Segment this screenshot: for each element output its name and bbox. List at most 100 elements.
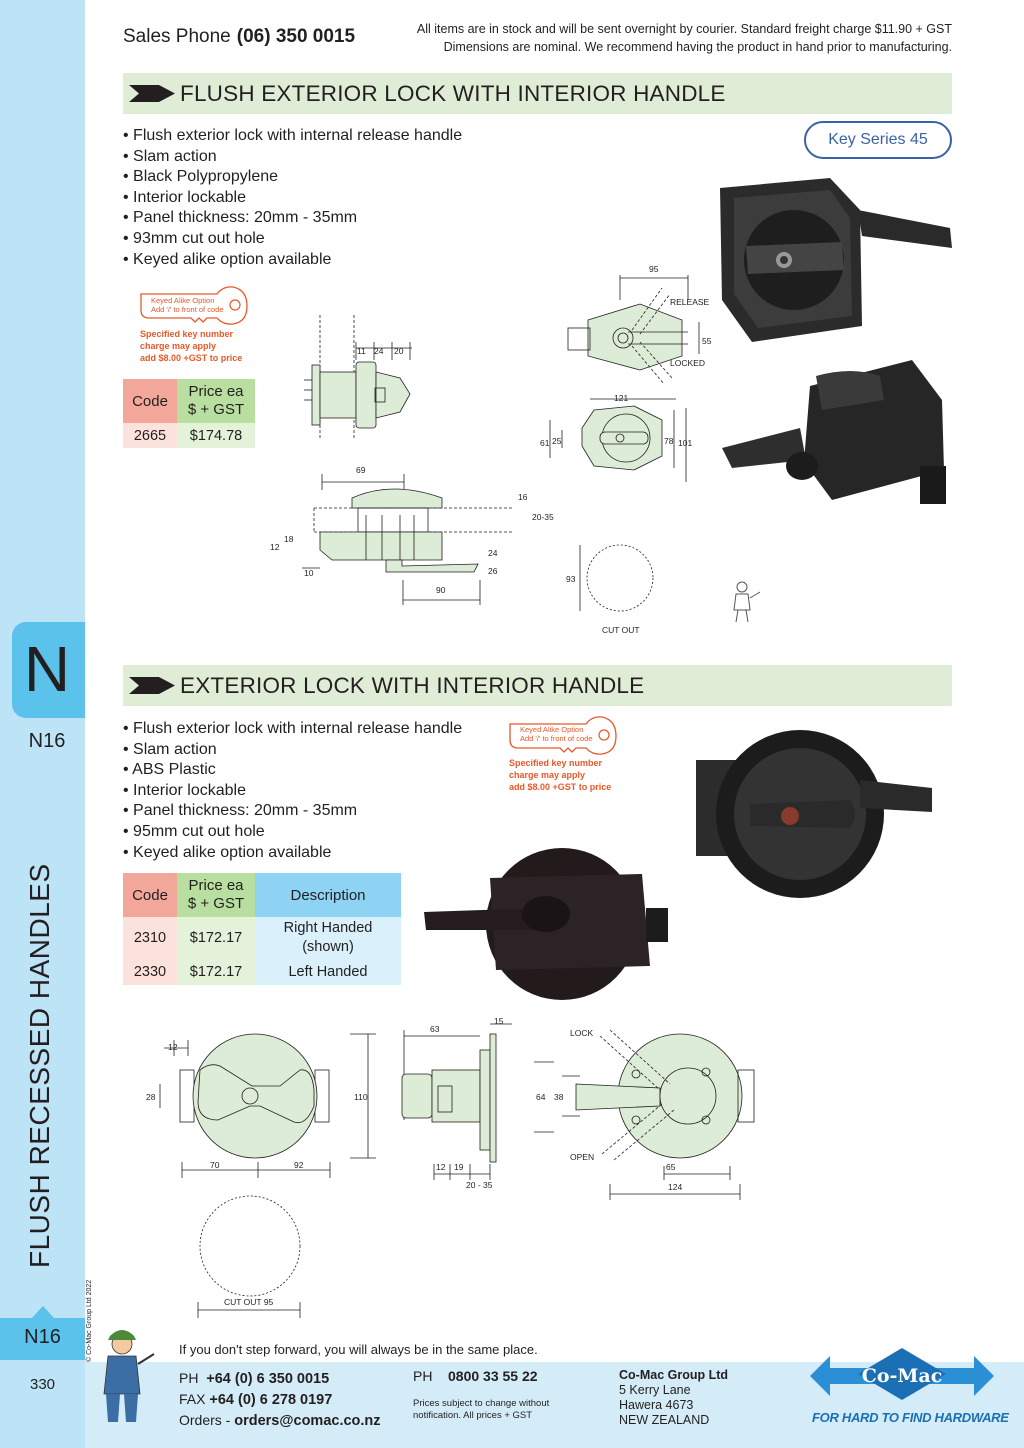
ph-label: PH [179, 1370, 199, 1386]
dim-24: 24 [374, 346, 384, 356]
dim-19: 19 [454, 1162, 464, 1172]
company-address: Co-Mac Group Ltd 5 Kerry Lane Hawera 467… [619, 1368, 728, 1428]
col-header-description: Description [255, 873, 401, 917]
keyed-alike-badge: Keyed Alike Option Add '/' to front of c… [137, 284, 257, 364]
feature-item: 93mm cut out hole [123, 229, 462, 250]
feature-item: Keyed alike option available [123, 250, 462, 271]
dim-101: 101 [678, 438, 692, 448]
dim-18: 18 [284, 534, 294, 544]
key-series-badge[interactable]: Key Series 45 [804, 121, 952, 159]
product-description: Right Handed (shown) [255, 917, 401, 959]
section1-header: FLUSH EXTERIOR LOCK WITH INTERIOR HANDLE [123, 73, 952, 114]
sales-label: Sales Phone [123, 26, 231, 47]
product-photo-2665 [720, 178, 952, 504]
price-header-line2: $ + GST [187, 895, 245, 912]
dim-92: 92 [294, 1160, 304, 1170]
feature-item: Keyed alike option available [123, 843, 462, 864]
dim-70: 70 [210, 1160, 220, 1170]
section1-price-table: Code Price ea $ + GST 2665 $174.78 [123, 379, 255, 448]
dim-12b: 12 [436, 1162, 446, 1172]
bottom-section-code: N16 [24, 1326, 61, 1348]
description-line1: Right Handed [283, 920, 373, 936]
key-option-line2: Add '/' to front of code [151, 305, 224, 314]
logo-text: Co-Mac [862, 1365, 943, 1387]
table-row[interactable]: 2665 $174.78 [123, 423, 255, 448]
dim-26: 26 [488, 566, 498, 576]
col-header-price: Price ea $ + GST [177, 873, 255, 917]
description-line2: (shown) [302, 939, 354, 955]
arrow-icon [129, 677, 175, 694]
dim-110: 110 [354, 1092, 368, 1102]
motto: If you don't step forward, you will alwa… [179, 1342, 538, 1357]
product-code: 2310 [123, 917, 177, 959]
section1-features: Flush exterior lock with internal releas… [123, 126, 462, 270]
label-cutout-95: CUT OUT 95 [224, 1297, 274, 1307]
key-option-line5: add $8.00 +GST to price [509, 782, 612, 792]
col-header-code: Code [123, 873, 177, 917]
label-cutout: CUT OUT [602, 625, 640, 635]
ph-number[interactable]: +64 (0) 6 350 0015 [206, 1371, 330, 1387]
product-price: $172.17 [177, 917, 255, 959]
dim-12: 12 [168, 1042, 178, 1052]
key-option-line3: Specified key number [140, 329, 234, 339]
mascot-icon [103, 1330, 155, 1422]
product-code: 2665 [123, 423, 177, 448]
product-code: 2330 [123, 959, 177, 985]
dim-11: 11 [357, 346, 366, 356]
dim-16: 16 [518, 492, 528, 502]
dim-25: 25 [552, 436, 562, 446]
section2-features: Flush exterior lock with internal releas… [123, 719, 462, 863]
key-option-line4: charge may apply [140, 341, 217, 351]
comac-logo[interactable]: Co-Mac [810, 1346, 994, 1408]
disclaimer-line1: Prices subject to change without [413, 1398, 550, 1409]
section1-technical-drawing: 11 24 20 69 95 RELEASE 55 LOCKED 121 61 … [270, 264, 712, 635]
key-option-line5: add $8.00 +GST to price [140, 353, 243, 363]
dim-124: 124 [668, 1182, 682, 1192]
bottom-tab [0, 1306, 85, 1360]
address-line1: 5 Kerry Lane [619, 1383, 691, 1397]
notice-line-2: Dimensions are nominal. We recommend hav… [443, 40, 952, 54]
dim-93: 93 [566, 574, 576, 584]
section-code: N16 [28, 730, 66, 752]
dim-20-35: 20 - 35 [466, 1180, 493, 1190]
disclaimer-line2: notification. All prices + GST [413, 1410, 533, 1421]
section2-header: EXTERIOR LOCK WITH INTERIOR HANDLE [123, 665, 952, 706]
section-letter: N [23, 633, 71, 705]
mascot-small-icon [733, 581, 761, 623]
ph2-number[interactable]: 0800 33 55 22 [448, 1368, 538, 1384]
key-option-line4: charge may apply [509, 770, 586, 780]
dim-121: 121 [614, 393, 628, 403]
label-lock: LOCK [570, 1028, 593, 1038]
feature-item: Interior lockable [123, 781, 462, 802]
fax-number[interactable]: +64 (0) 6 278 0197 [209, 1392, 333, 1408]
dim-63: 63 [430, 1024, 440, 1034]
page-number: 330 [29, 1376, 56, 1393]
dim-20: 20 [394, 346, 404, 356]
table-row[interactable]: 2310 $172.17 Right Handed (shown) [123, 917, 401, 959]
section2-technical-drawing: 12 28 110 70 92 63 15 12 19 20 - 35 LOCK… [146, 1016, 755, 1318]
footer-contacts: PH +64 (0) 6 350 0015 FAX +64 (0) 6 278 … [179, 1368, 381, 1431]
dim-64: 64 [536, 1092, 546, 1102]
dim-12: 12 [270, 542, 280, 552]
sales-number[interactable]: (06) 350 0015 [236, 26, 356, 47]
price-disclaimer: Prices subject to change without notific… [413, 1398, 549, 1422]
feature-item: Flush exterior lock with internal releas… [123, 719, 462, 740]
price-header-line1: Price ea [188, 383, 244, 400]
key-option-line1: Keyed Alike Option [520, 725, 584, 734]
dim-10: 10 [304, 568, 314, 578]
orders-email[interactable]: orders@comac.co.nz [234, 1413, 381, 1429]
freephone: PH 0800 33 55 22 [413, 1368, 538, 1384]
section-tab[interactable] [12, 622, 85, 718]
feature-item: 95mm cut out hole [123, 822, 462, 843]
table-row[interactable]: 2330 $172.17 Left Handed [123, 959, 401, 985]
arrow-icon [129, 85, 175, 102]
col-header-price: Price ea $ + GST [177, 379, 255, 423]
feature-item: Interior lockable [123, 188, 462, 209]
section1-title: FLUSH EXTERIOR LOCK WITH INTERIOR HANDLE [180, 81, 726, 106]
freight-notice: All items are in stock and will be sent … [380, 20, 952, 56]
tagline: FOR HARD TO FIND HARDWARE [812, 1410, 1009, 1425]
category-title: FLUSH RECESSED HANDLES [24, 863, 55, 1268]
feature-item: Panel thickness: 20mm - 35mm [123, 208, 462, 229]
company-name: Co-Mac Group Ltd [619, 1368, 729, 1382]
label-release: RELEASE [670, 297, 710, 307]
